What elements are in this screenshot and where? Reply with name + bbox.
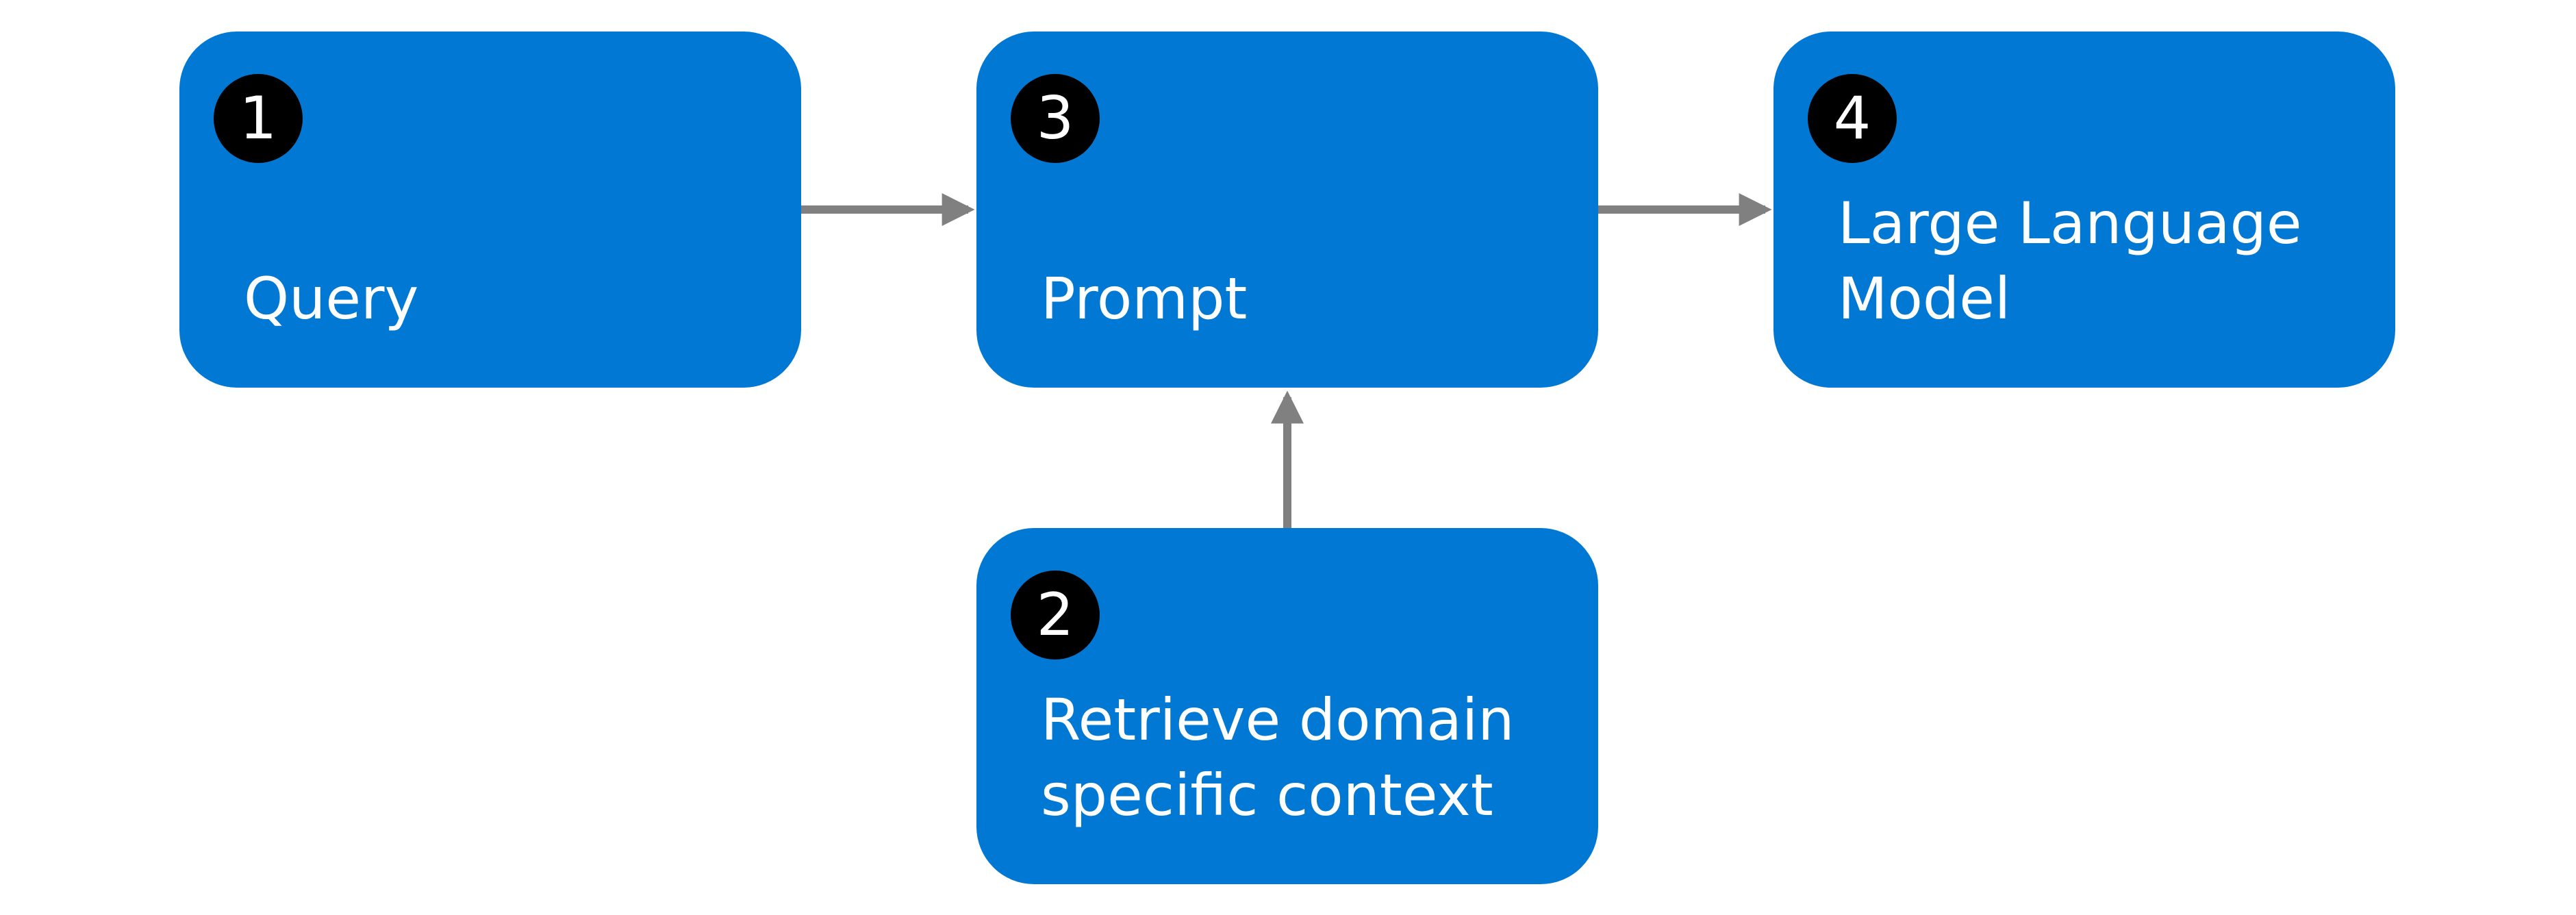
step-number-badge: 3 xyxy=(1011,74,1100,163)
step-box-prompt: 3 Prompt xyxy=(976,32,1598,388)
step-label-line: Retrieve domain xyxy=(1041,686,1515,753)
step-label-line: specific context xyxy=(1041,762,1493,829)
step-label: Prompt xyxy=(1041,261,1571,388)
step-label: Retrieve domain specific context xyxy=(1041,682,1571,884)
step-label-line: Query xyxy=(244,265,419,332)
step-number-badge: 1 xyxy=(214,74,303,163)
step-box-retrieve: 2 Retrieve domain specific context xyxy=(976,528,1598,884)
step-label: Large Language Model xyxy=(1838,186,2368,388)
step-label: Query xyxy=(244,261,774,388)
step-number-badge: 2 xyxy=(1011,571,1100,660)
step-label-line: Large Language xyxy=(1838,190,2302,257)
step-box-query: 1 Query xyxy=(179,32,801,388)
step-box-llm: 4 Large Language Model xyxy=(1773,32,2395,388)
step-label-line: Model xyxy=(1838,265,2011,332)
step-label-line: Prompt xyxy=(1041,265,1248,332)
step-number-badge: 4 xyxy=(1808,74,1897,163)
